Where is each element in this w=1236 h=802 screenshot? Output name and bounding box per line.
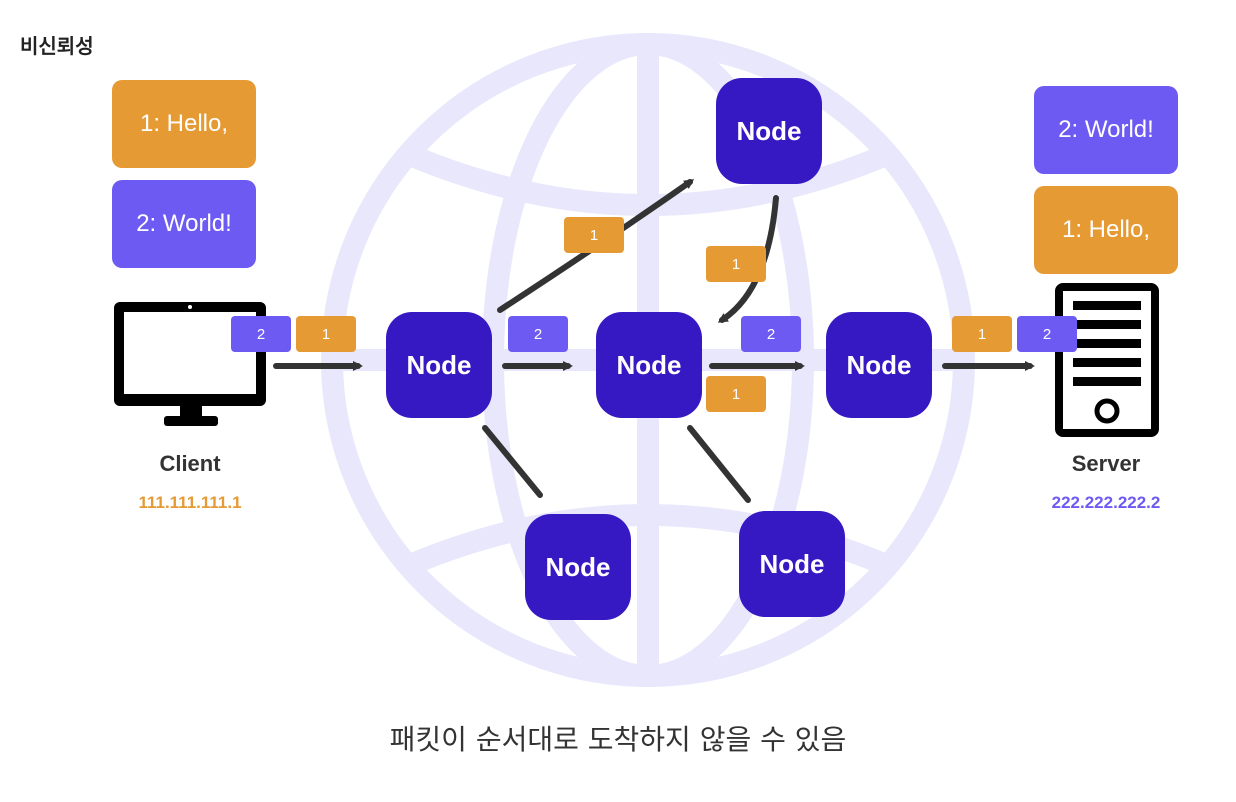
node-bottom-left: Node — [525, 514, 631, 620]
node-1: Node — [386, 312, 492, 418]
server-label: Server — [1071, 451, 1141, 476]
server-message-1: 2: World! — [1034, 86, 1178, 174]
client-label: Client — [159, 451, 221, 476]
node-top: Node — [716, 78, 822, 184]
packet-server-2: 2 — [1017, 316, 1077, 352]
client-message-2: 2: World! — [112, 180, 256, 268]
client-ip: 111.111.111.1 — [138, 493, 242, 512]
link-node1-to-bottom-node — [482, 425, 543, 498]
server-ip: 222.222.222.2 — [1051, 493, 1161, 512]
packet-client-2: 2 — [231, 316, 291, 352]
monitor-icon — [114, 302, 266, 426]
server-message-2: 1: Hello, — [1034, 186, 1178, 274]
server-icon — [1055, 283, 1159, 437]
packet-server-1: 1 — [952, 316, 1012, 352]
link-node2-to-bottom-node — [687, 425, 751, 503]
packet-up-1: 1 — [564, 217, 624, 253]
client-message-1: 1: Hello, — [112, 80, 256, 168]
node-bottom-right: Node — [739, 511, 845, 617]
packet-node2-2: 2 — [741, 316, 801, 352]
node-3: Node — [826, 312, 932, 418]
packet-node1-2: 2 — [508, 316, 568, 352]
diagram-caption: 패킷이 순서대로 도착하지 않을 수 있음 — [389, 723, 847, 756]
packet-client-1: 1 — [296, 316, 356, 352]
node-2: Node — [596, 312, 702, 418]
diagram-title: 비신뢰성 — [20, 34, 94, 58]
packet-down-1: 1 — [706, 246, 766, 282]
packet-node2-1: 1 — [706, 376, 766, 412]
